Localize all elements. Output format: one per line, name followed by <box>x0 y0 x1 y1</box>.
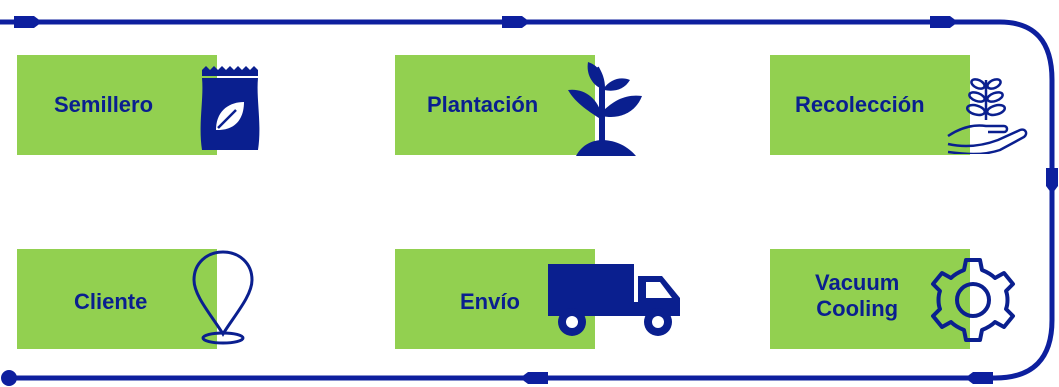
step-label-recoleccion: Recolección <box>795 92 925 117</box>
step-box-plantacion <box>395 55 595 155</box>
step-label-cliente: Cliente <box>74 289 148 314</box>
gear-icon <box>931 258 1015 342</box>
hand-plant-icon <box>947 78 1028 154</box>
step-box-cliente <box>17 249 217 349</box>
sprout-icon <box>568 62 642 156</box>
step-label-plantacion: Plantación <box>427 92 539 117</box>
flow-arrow-bottom-2 <box>520 372 548 384</box>
step-label-envio: Envío <box>460 289 520 314</box>
step-label-vacuum-cooling: Vacuum Cooling <box>815 270 900 321</box>
flow-arrow-down <box>1046 168 1058 194</box>
flow-arrow-top-3 <box>930 16 958 28</box>
flow-end-dot <box>1 370 17 386</box>
step-box-recoleccion <box>770 55 970 155</box>
flow-arrow-top-2 <box>502 16 530 28</box>
location-pin-icon <box>192 250 254 345</box>
seed-bag-icon <box>200 66 260 150</box>
step-box-semillero <box>17 55 217 155</box>
flow-loop-line <box>0 19 1055 381</box>
flow-arrow-top-1 <box>14 16 42 28</box>
flow-arrow-bottom-1 <box>965 372 993 384</box>
step-label-semillero: Semillero <box>54 92 154 117</box>
truck-icon <box>548 264 680 336</box>
